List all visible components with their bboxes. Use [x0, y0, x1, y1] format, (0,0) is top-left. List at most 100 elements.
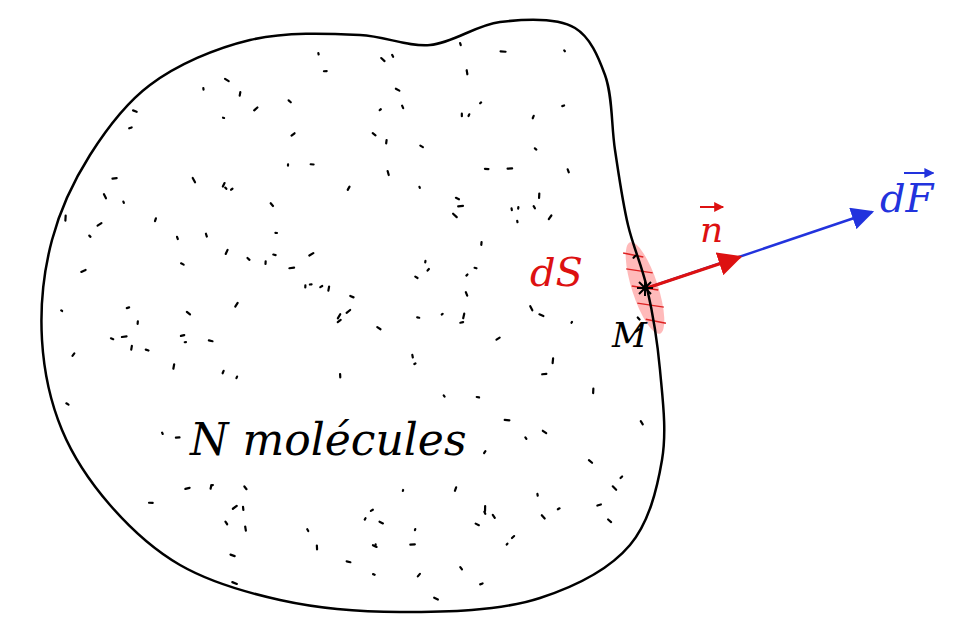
molecule-dot	[273, 253, 275, 256]
molecule-dot	[347, 560, 351, 563]
molecule-dot	[122, 335, 127, 338]
molecule-dot	[223, 371, 224, 373]
molecule-dot	[476, 524, 479, 526]
molecule-dot	[459, 43, 462, 45]
molecule-dot	[613, 486, 616, 489]
molecule-dot	[230, 555, 234, 556]
molecule-dot	[460, 567, 462, 569]
molecule-dot	[484, 451, 485, 453]
molecule-dot	[89, 236, 90, 237]
molecule-dot	[396, 89, 400, 91]
molecule-dot	[380, 108, 381, 111]
molecule-dot	[311, 163, 314, 165]
molecule-dot	[538, 194, 540, 198]
molecule-dot	[535, 148, 536, 149]
molecule-dot	[480, 582, 482, 585]
molecule-dot	[373, 545, 377, 547]
molecule-dot	[415, 277, 417, 278]
molecule-dot	[505, 419, 510, 422]
molecule-dot	[104, 194, 106, 198]
molecule-dots	[61, 43, 643, 599]
molecule-dot	[223, 183, 225, 186]
molecule-dot	[137, 321, 139, 323]
molecule-dot	[339, 374, 341, 377]
molecule-dot	[327, 287, 330, 291]
molecule-dot	[275, 232, 277, 234]
molecule-dot	[392, 55, 393, 57]
container-label: N molécules	[190, 418, 466, 462]
molecule-container: N molécules	[30, 10, 670, 615]
molecule-dot	[641, 421, 643, 424]
molecule-dot	[364, 518, 367, 519]
molecule-dot	[127, 306, 129, 309]
molecule-dot	[149, 502, 153, 504]
molecule-dot	[410, 543, 414, 546]
molecule-dot	[428, 269, 429, 271]
molecule-dot	[209, 485, 212, 488]
molecule-dot	[176, 436, 180, 438]
molecule-dot	[388, 171, 389, 175]
container-outline	[30, 10, 670, 615]
molecule-dot	[112, 177, 116, 180]
molecule-dot	[239, 92, 242, 96]
molecule-dot	[458, 205, 463, 208]
molecule-dot	[81, 270, 85, 272]
force-label: dF	[880, 178, 933, 218]
molecule-dot	[414, 528, 417, 531]
molecule-dot	[185, 488, 189, 489]
molecule-dot	[64, 216, 66, 221]
molecule-dot	[60, 309, 63, 312]
molecule-dot	[466, 275, 467, 276]
molecule-dot	[597, 504, 601, 505]
molecule-dot	[542, 373, 546, 376]
molecule-dot	[456, 198, 459, 199]
molecule-dot	[411, 355, 414, 358]
container-border	[41, 20, 664, 612]
molecule-dot	[289, 267, 294, 270]
molecule-dot	[475, 267, 477, 270]
molecule-dot	[289, 100, 291, 102]
molecule-dot	[542, 515, 545, 518]
vector-arrow-accent	[700, 206, 723, 208]
molecule-dot	[552, 358, 555, 363]
molecule-dot	[530, 306, 532, 310]
molecule-dot	[463, 314, 464, 319]
molecule-dot	[212, 484, 213, 487]
molecule-dot	[202, 88, 204, 90]
molecule-dot	[98, 223, 102, 225]
molecule-dot	[254, 107, 257, 110]
molecule-dot	[558, 507, 560, 510]
molecule-dot	[455, 487, 456, 490]
molecule-dot	[501, 50, 506, 53]
molecule-dot	[129, 126, 131, 129]
molecule-dot	[348, 187, 350, 190]
molecule-dot	[233, 506, 237, 509]
molecule-dot	[309, 253, 313, 255]
molecule-dot	[209, 339, 213, 342]
molecule-dot	[485, 168, 489, 170]
molecule-dot	[161, 433, 164, 434]
molecule-dot	[231, 188, 232, 191]
molecule-dot	[122, 202, 125, 203]
molecule-dot	[225, 522, 227, 525]
molecule-dot	[443, 395, 446, 396]
molecule-dot	[484, 506, 486, 511]
molecule-dot	[563, 49, 566, 52]
molecule-dot	[467, 114, 470, 116]
molecule-dot	[187, 312, 190, 315]
molecule-dot	[493, 515, 495, 518]
molecule-dot	[193, 178, 195, 182]
normal-vector	[647, 257, 740, 288]
molecule-dot	[534, 206, 535, 208]
normal-label: n	[700, 212, 723, 248]
molecule-dot	[441, 313, 444, 316]
molecule-dot	[621, 476, 623, 478]
molecule-dot	[466, 292, 467, 295]
molecule-dot	[347, 310, 351, 313]
molecule-dot	[287, 164, 289, 165]
molecule-dot	[453, 214, 457, 217]
molecule-dot	[350, 296, 353, 297]
molecule-dot	[380, 522, 383, 524]
molecule-dot	[133, 110, 137, 111]
